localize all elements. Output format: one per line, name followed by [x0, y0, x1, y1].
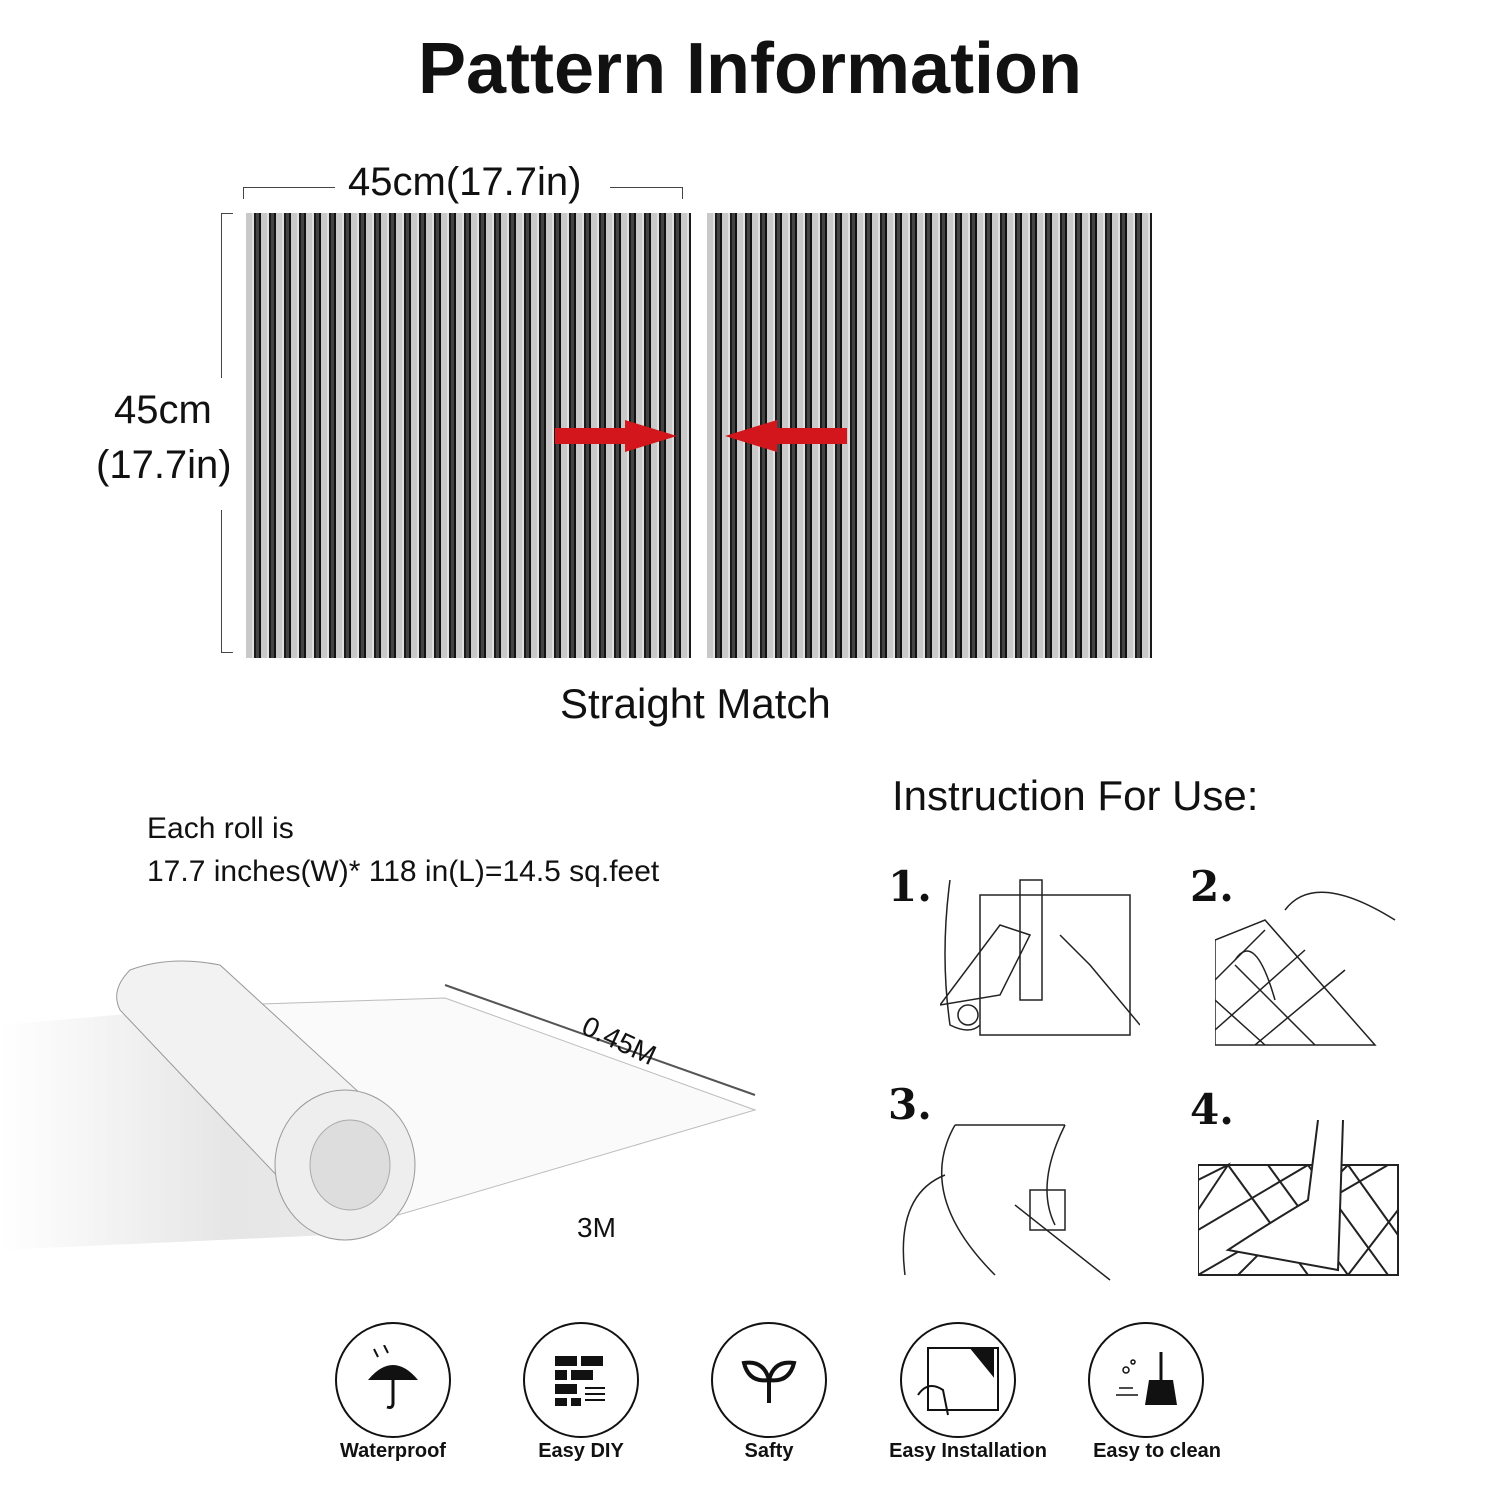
- roll-length-label: 3M: [577, 1212, 616, 1243]
- broom-icon: [1116, 1352, 1177, 1405]
- feature-label: Safty: [744, 1440, 794, 1462]
- step2-peel-illustration: [1215, 891, 1396, 1046]
- height-label: 45cm: [114, 388, 212, 432]
- tick: [243, 187, 244, 199]
- tick: [221, 652, 233, 653]
- height-dimension-line: [221, 510, 222, 653]
- feature-label: Easy to clean: [1093, 1440, 1221, 1462]
- instructions-title: Instruction For Use:: [892, 772, 1259, 819]
- feature-label: Waterproof: [340, 1440, 446, 1462]
- feature-label: Easy Installation: [889, 1440, 1047, 1462]
- umbrella-icon: [368, 1345, 418, 1409]
- feature-easy-diy: [523, 1322, 639, 1438]
- feature-label: Easy DIY: [538, 1440, 624, 1462]
- width-dimension-line: [243, 187, 335, 188]
- roll-info-line1: Each roll is: [147, 812, 294, 845]
- step-number: 4.: [1190, 1085, 1234, 1134]
- arrow-left-icon: [725, 420, 847, 452]
- page-title: Pattern Information: [417, 29, 1083, 109]
- sprout-icon: [741, 1360, 797, 1403]
- step-number: 2.: [1190, 862, 1234, 911]
- tick: [221, 213, 233, 214]
- step4-smooth-illustration: [1198, 1120, 1399, 1276]
- bricks-icon: [555, 1356, 605, 1406]
- tick: [682, 187, 683, 199]
- width-label: 45cm(17.7in): [348, 160, 582, 204]
- match-label: Straight Match: [560, 680, 831, 727]
- step3-apply-illustration: [902, 1124, 1111, 1281]
- height-dimension-line: [221, 213, 222, 378]
- width-dimension-line: [610, 187, 683, 188]
- feature-easy-installation: [900, 1322, 1016, 1438]
- step-number: 3.: [888, 1080, 932, 1129]
- arrow-right-icon: [555, 420, 677, 452]
- feature-safty: [711, 1322, 827, 1438]
- roll-illustration: [0, 960, 757, 1250]
- roll-info-line2: 17.7 inches(W)* 118 in(L)=14.5 sq.feet: [147, 855, 660, 888]
- feature-easy-to-clean: [1088, 1322, 1204, 1438]
- height-label: (17.7in): [96, 443, 232, 487]
- step-number: 1.: [888, 862, 932, 911]
- installation-icon: [917, 1347, 999, 1416]
- step1-measure-cut-illustration: [940, 879, 1140, 1036]
- feature-waterproof: [335, 1322, 451, 1438]
